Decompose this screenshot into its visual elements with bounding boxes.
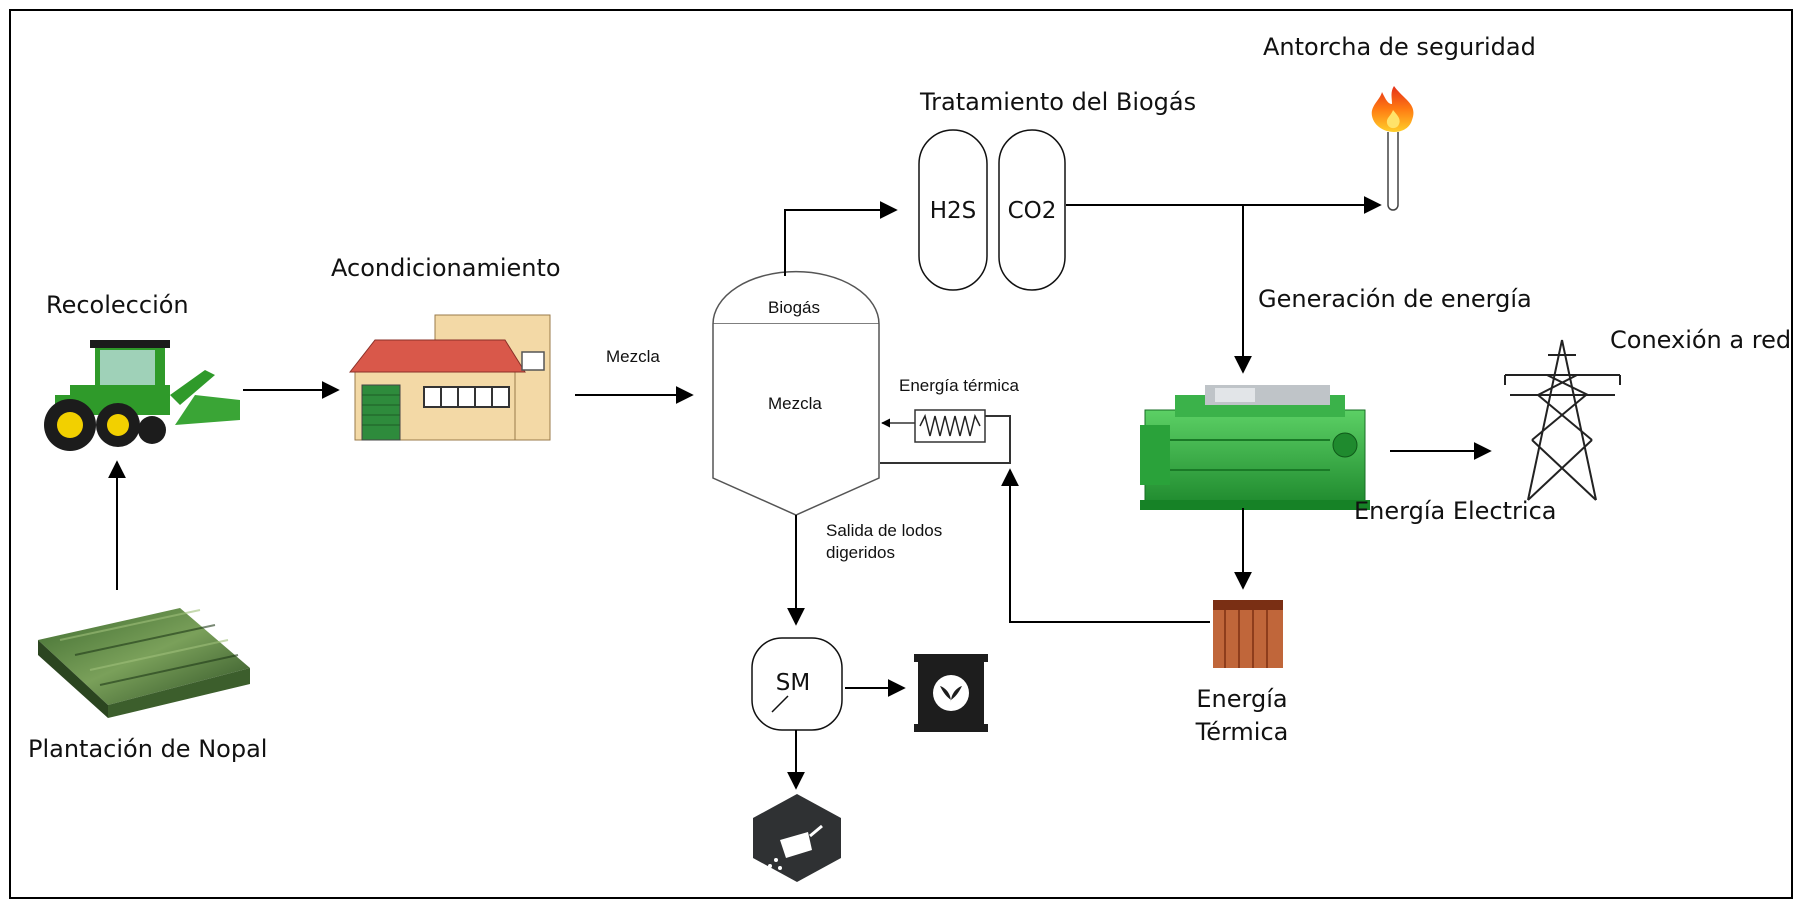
- heat-exchanger-icon: [880, 409, 1011, 464]
- arrow-biogas-to-treatment: [784, 201, 898, 276]
- label-salida-lodos-1: Salida de lodos: [826, 521, 942, 540]
- label-biogas-top: Biogás: [768, 298, 820, 317]
- co2-vessel: [998, 129, 1066, 291]
- tractor-icon: [44, 340, 240, 451]
- thermal-energy-icon: [1213, 600, 1283, 668]
- label-sm: SM: [776, 670, 810, 696]
- label-tratamiento: Tratamiento del Biogás: [919, 88, 1196, 116]
- label-energia-termica-2: Térmica: [1195, 718, 1289, 746]
- digester-tank-icon: [712, 270, 880, 516]
- sm-separator-mark: [771, 695, 789, 713]
- label-h2s: H2S: [930, 198, 977, 224]
- gas-engine-generator-icon: [1140, 385, 1370, 510]
- label-conexion: Conexión a red: [1610, 326, 1791, 354]
- fertilizer-bag-icon: [914, 654, 988, 732]
- diagram-frame: [9, 9, 1793, 899]
- label-energia-termica-1: Energía: [1196, 685, 1287, 713]
- label-co2: CO2: [1008, 198, 1057, 224]
- label-generacion: Generación de energía: [1258, 285, 1532, 313]
- label-salida-lodos-2: digeridos: [826, 543, 895, 562]
- label-mezcla-in: Mezcla: [606, 347, 660, 366]
- power-tower-icon: [1504, 339, 1621, 501]
- h2s-vessel: [918, 129, 988, 291]
- label-antorcha: Antorcha de seguridad: [1263, 33, 1536, 61]
- label-plantacion: Plantación de Nopal: [28, 735, 267, 763]
- label-acondicionamiento: Acondicionamiento: [331, 254, 561, 282]
- label-energia-termica-hx: Energía térmica: [899, 376, 1020, 395]
- label-recoleccion: Recolección: [46, 291, 189, 319]
- watering-can-icon: [753, 794, 841, 882]
- flame-icon: [1371, 86, 1414, 211]
- label-energia-electrica: Energía Electrica: [1354, 497, 1556, 525]
- nopal-field-icon: [38, 608, 250, 718]
- label-mezcla-tank: Mezcla: [768, 394, 822, 413]
- arrow-thermal-return: [1001, 468, 1210, 623]
- building-icon: [348, 314, 551, 441]
